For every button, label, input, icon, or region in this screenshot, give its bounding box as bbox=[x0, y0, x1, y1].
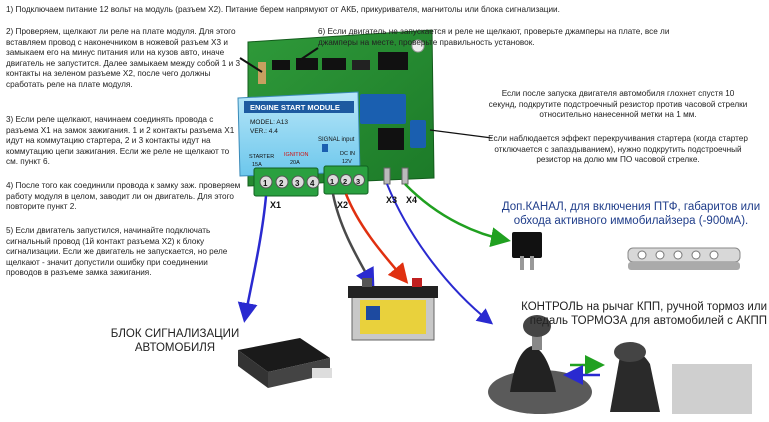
trimmer-resistor-icon bbox=[410, 120, 426, 148]
module-model: MODEL: A13 bbox=[250, 119, 288, 126]
gear-logo-icon bbox=[411, 39, 425, 53]
module-ignition-amps: 20A bbox=[290, 160, 300, 166]
module-label: ENGINE START MODULE MODEL: A13 VER.: 4.4… bbox=[237, 91, 361, 177]
led-lights-icon bbox=[627, 247, 741, 270]
instruction-step-2: 2) Проверяем, щелкают ли реле на плате м… bbox=[6, 27, 241, 89]
x1-pin-4: 4 bbox=[310, 179, 315, 188]
module-version: VER.: 4.4 bbox=[250, 128, 278, 135]
wire-control bbox=[386, 183, 494, 325]
alarm-unit-icon bbox=[238, 338, 332, 388]
module-signal-label: SIGNAL input bbox=[318, 137, 355, 143]
resistor-icon bbox=[258, 62, 266, 84]
note-starter-overlap: Если наблюдается эффект перекручивания с… bbox=[488, 134, 748, 165]
wire-ground bbox=[331, 193, 375, 289]
x1-pin-2: 2 bbox=[279, 179, 284, 188]
module-starter-label: STARTER bbox=[249, 154, 274, 160]
battery-icon bbox=[348, 278, 438, 341]
x1-label: X1 bbox=[270, 200, 282, 210]
instruction-step-3: 3) Если реле щелкают, начинаем соединять… bbox=[6, 115, 235, 167]
alarm-block-label: БЛОК СИГНАЛИЗАЦИИ АВТОМОБИЛЯ bbox=[110, 328, 240, 354]
wire-plus bbox=[344, 193, 409, 284]
x3-terminal bbox=[383, 167, 391, 185]
x2-pin-3: 3 bbox=[356, 177, 360, 186]
module-dcv-label: 12V bbox=[342, 159, 352, 165]
x3-label: X3 bbox=[386, 195, 398, 205]
relay-device-icon bbox=[512, 232, 542, 270]
instruction-step-6: 6) Если двигатель не запускается и реле … bbox=[318, 27, 670, 47]
control-label: КОНТРОЛЬ на рычаг КПП, ручной тормоз или… bbox=[521, 301, 767, 327]
chip-icon bbox=[378, 52, 408, 70]
note-engine-stall: Если после запуска двигателя автомобиля … bbox=[488, 89, 748, 120]
module-title: ENGINE START MODULE bbox=[250, 103, 340, 112]
wire-to-alarm bbox=[237, 195, 268, 323]
module-ignition-label: IGNITION bbox=[284, 152, 308, 158]
x1-terminal-block: 1 2 3 4 bbox=[253, 167, 320, 197]
wire-aux bbox=[404, 183, 511, 247]
module-dcin-label: DC IN bbox=[340, 151, 355, 157]
jumper-block-icon bbox=[378, 128, 404, 150]
x2-terminal-block: 1 2 3 bbox=[323, 165, 369, 195]
x2-pin-1: 1 bbox=[330, 177, 334, 186]
x2-pin-2: 2 bbox=[343, 177, 347, 186]
pointer-arrow bbox=[299, 47, 319, 61]
x1-pin-3: 3 bbox=[295, 179, 300, 188]
pointer-line bbox=[429, 129, 493, 139]
pointer-arrow bbox=[239, 57, 263, 73]
x1-pin-1: 1 bbox=[263, 179, 268, 188]
instruction-step-5: 5) Если двигатель запустился, начинайте … bbox=[6, 226, 228, 278]
module-starter-amps: 15A bbox=[252, 162, 262, 168]
instruction-step-1: 1) Подключаем питание 12 вольт на модуль… bbox=[6, 5, 560, 14]
handbrake-icon bbox=[610, 342, 752, 414]
instruction-step-4: 4) После того как соединили провода к за… bbox=[6, 181, 241, 212]
x4-terminal bbox=[401, 167, 409, 185]
aux-channel-label: Доп.КАНАЛ, для включения ПТФ, габаритов … bbox=[501, 201, 761, 227]
x4-label: X4 bbox=[406, 195, 418, 205]
relay-icon bbox=[360, 94, 406, 124]
x2-label: X2 bbox=[337, 200, 349, 210]
